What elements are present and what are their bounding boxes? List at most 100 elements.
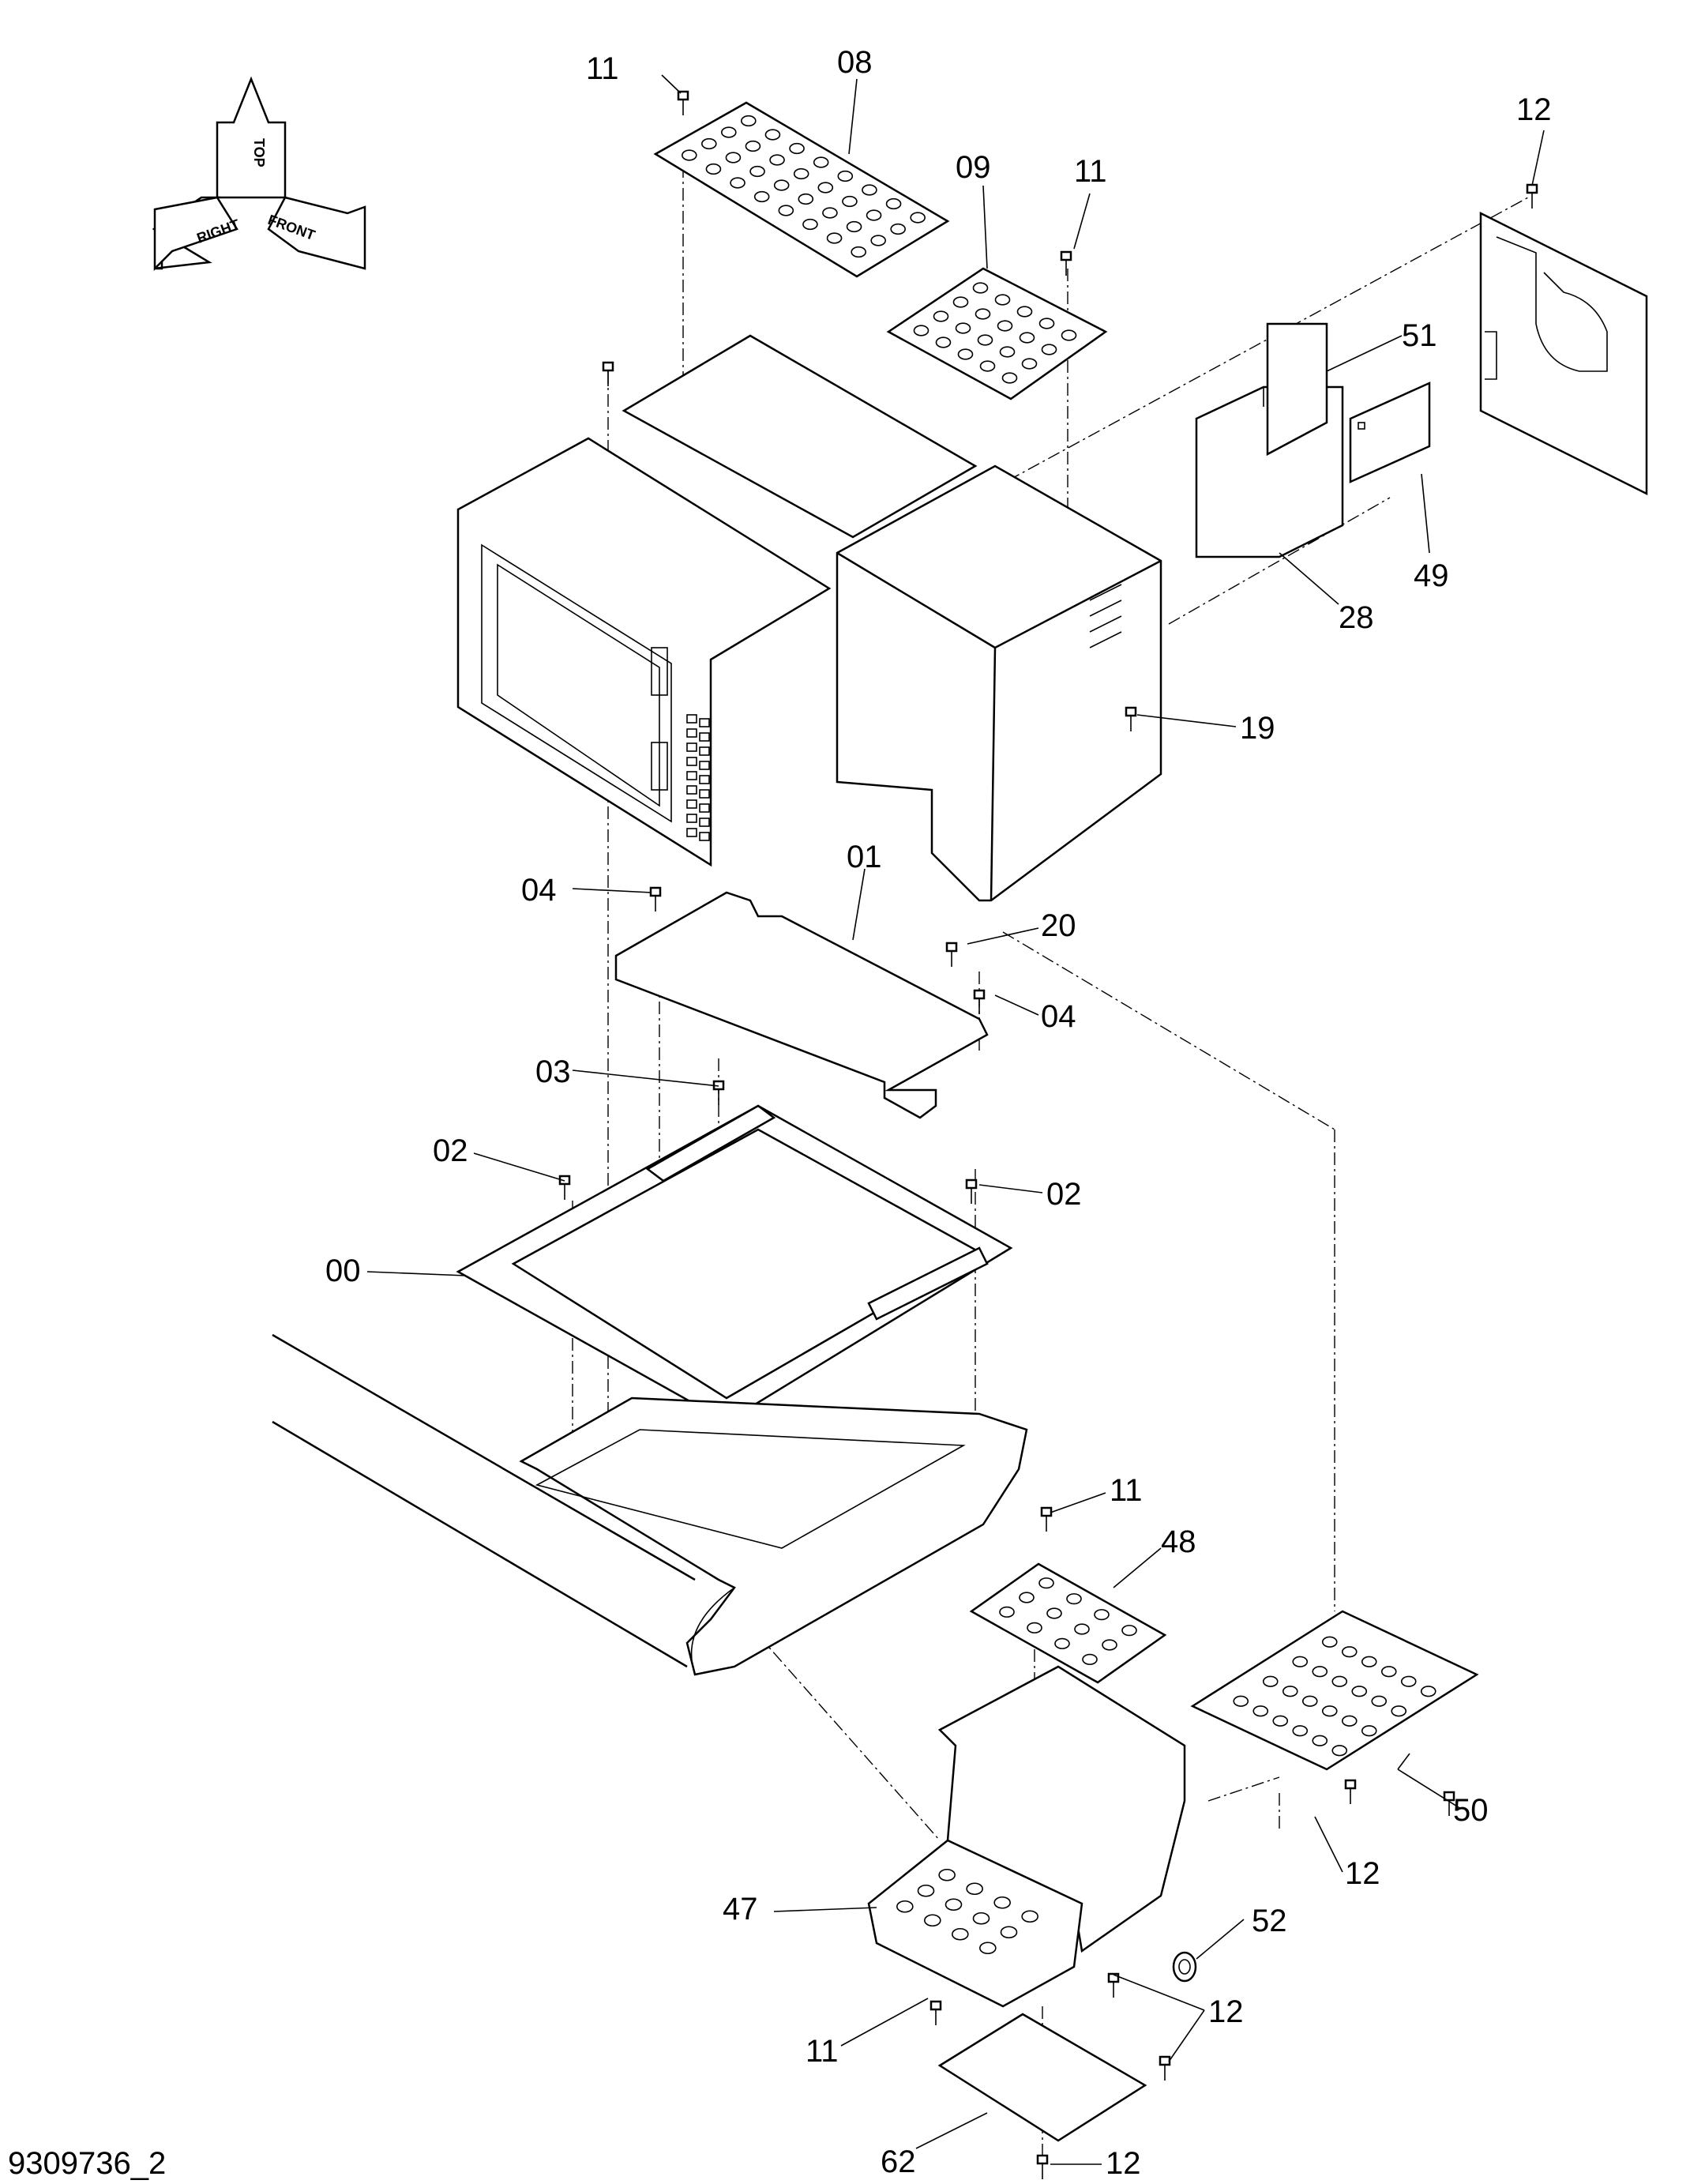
- label-48: 48: [1161, 1524, 1196, 1559]
- hole: [862, 184, 877, 196]
- label-04-left: 04: [521, 873, 557, 908]
- label-52: 52: [1252, 1904, 1287, 1938]
- hole: [789, 142, 805, 155]
- hole: [1121, 1625, 1137, 1637]
- hole: [1252, 1705, 1269, 1717]
- hole: [1061, 329, 1077, 341]
- vent-slot: [686, 742, 697, 752]
- hole: [1301, 1695, 1318, 1707]
- bolt-head: [649, 886, 662, 897]
- label-62: 62: [881, 2145, 916, 2179]
- hole: [769, 154, 785, 166]
- hole: [913, 325, 929, 336]
- hole: [1082, 1653, 1098, 1665]
- hole: [1331, 1745, 1348, 1757]
- hole: [764, 129, 781, 141]
- vent-slot: [699, 761, 710, 770]
- cab-front-frame: [456, 437, 832, 867]
- bolt-head: [1159, 2055, 1171, 2066]
- bolt-head: [1040, 1506, 1053, 1517]
- hole: [745, 140, 761, 152]
- label-11-bottom: 11: [806, 2034, 839, 2069]
- label-51: 51: [1402, 318, 1437, 353]
- hole: [1054, 1637, 1070, 1649]
- vent-slot: [686, 785, 697, 795]
- label-20: 20: [1041, 908, 1076, 943]
- hole: [1361, 1656, 1377, 1667]
- vent-slot: [686, 728, 697, 738]
- hole: [957, 348, 974, 360]
- hole: [979, 360, 996, 372]
- hole: [813, 156, 829, 168]
- hole: [837, 170, 854, 182]
- hole: [1262, 1675, 1279, 1687]
- hole: [1292, 1656, 1309, 1667]
- label-02-right: 02: [1046, 1177, 1082, 1212]
- vent-slot: [686, 771, 697, 780]
- vent-slot: [686, 757, 697, 766]
- bolt-head: [1060, 250, 1072, 261]
- bolt-head: [929, 2000, 942, 2011]
- hole: [966, 1882, 983, 1896]
- hole: [753, 190, 770, 203]
- compass-top-arrow: [216, 76, 287, 199]
- part-00-frame: [456, 1104, 1013, 1423]
- vent-slot: [686, 828, 697, 837]
- hole: [701, 137, 717, 150]
- label-12-top: 12: [1516, 92, 1552, 127]
- bolt-head: [1036, 2154, 1049, 2165]
- hole: [1046, 1607, 1062, 1619]
- vent-slot: [686, 799, 697, 809]
- hole: [1351, 1686, 1368, 1697]
- label-12-step: 12: [1208, 1994, 1244, 2029]
- hole: [945, 1898, 963, 1911]
- vent-slot: [699, 732, 710, 742]
- hole: [1038, 318, 1055, 329]
- hole: [1400, 1675, 1417, 1687]
- bolt-head: [945, 942, 958, 953]
- vent-slots: [686, 714, 710, 841]
- leader-lines: [366, 74, 1545, 2165]
- hole: [972, 1911, 990, 1925]
- vent-slot: [699, 746, 710, 756]
- hole: [1016, 306, 1033, 318]
- hole: [979, 1942, 997, 1955]
- vent-slot: [699, 832, 710, 841]
- hole: [826, 232, 843, 244]
- hole: [730, 177, 745, 189]
- hole: [1321, 1705, 1338, 1717]
- label-11-mid: 11: [1110, 1473, 1143, 1508]
- hole: [1282, 1686, 1298, 1697]
- hole: [1391, 1705, 1407, 1717]
- hole: [1102, 1639, 1117, 1651]
- hole: [1066, 1593, 1082, 1605]
- hole: [1331, 1675, 1348, 1687]
- hole: [910, 212, 926, 224]
- hole: [952, 296, 969, 308]
- pad-51: [1266, 322, 1328, 457]
- hole: [1038, 1577, 1054, 1589]
- part-48-perforated-plate: [969, 1562, 1167, 1684]
- hole: [1041, 344, 1057, 355]
- label-08: 08: [837, 45, 873, 80]
- hole: [846, 220, 862, 233]
- hole: [842, 195, 858, 208]
- hole: [1312, 1666, 1328, 1678]
- hole: [917, 1884, 935, 1897]
- hole: [924, 1914, 941, 1927]
- hole: [866, 209, 882, 221]
- hole: [1321, 1636, 1338, 1648]
- compass-right-arrow: [152, 196, 238, 272]
- hole: [977, 334, 993, 346]
- base-rail: [272, 1333, 1028, 1676]
- label-04-right: 04: [1041, 999, 1076, 1034]
- label-11-right: 11: [1074, 154, 1107, 189]
- label-00: 00: [325, 1254, 361, 1288]
- hole: [817, 182, 834, 194]
- cab-top-panel: [622, 334, 978, 539]
- hole: [1019, 1592, 1035, 1603]
- hole: [682, 149, 697, 161]
- hole: [1001, 372, 1018, 384]
- part-47-holes: [896, 1868, 1038, 1955]
